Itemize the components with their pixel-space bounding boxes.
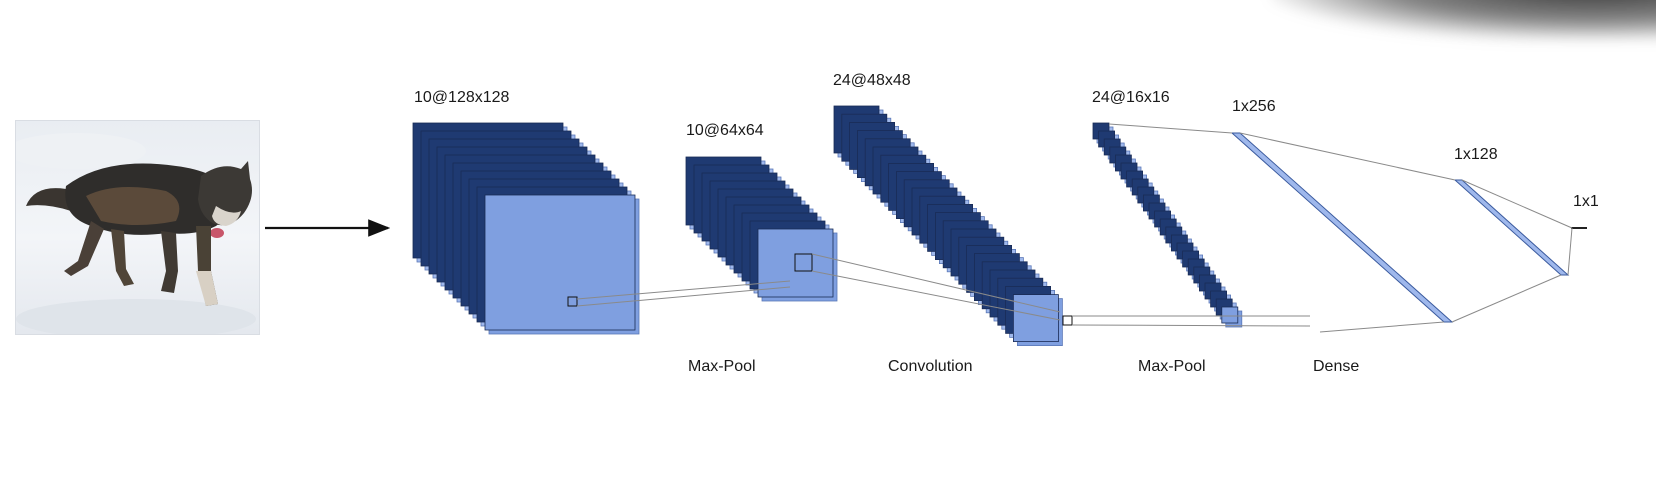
layer-2-stack (685, 156, 838, 302)
op-label-dense: Dense (1313, 358, 1360, 375)
op-label-convolution: Convolution (888, 358, 973, 375)
kernel-box-1 (567, 296, 578, 307)
layer-label-4: 24@16x16 (1092, 89, 1170, 106)
layer-label-6: 1x128 (1454, 146, 1498, 163)
layer-label-7: 1x1 (1573, 193, 1599, 210)
kernel-box-3 (1062, 315, 1073, 326)
layer-4-stack-sheet (1221, 306, 1239, 324)
op-label-maxpool-2: Max-Pool (1138, 358, 1206, 375)
layer-label-1: 10@128x128 (414, 89, 510, 106)
op-label-maxpool-1: Max-Pool (688, 358, 756, 375)
dense-line-bot-2 (1451, 274, 1562, 323)
layer-4-stack (1092, 122, 1243, 328)
layer-1-stack-sheet (484, 194, 636, 331)
dense-line-top-1 (1108, 123, 1233, 134)
layer-1-stack (412, 122, 640, 335)
layer-label-3: 24@48x48 (833, 72, 911, 89)
layer-3-stack (833, 105, 1063, 347)
layer-label-5: 1x256 (1232, 98, 1276, 115)
projection-line-1a (576, 280, 791, 300)
input-image (15, 120, 260, 335)
wolf-photo (16, 133, 256, 334)
dense-layer-128 (1453, 179, 1570, 276)
projection-line-3b (1071, 324, 1311, 327)
projection-line-1b (576, 286, 791, 307)
dense-line-bot-1 (1319, 321, 1445, 333)
dense-layer-256 (1230, 132, 1454, 323)
projection-line-2b (811, 270, 1061, 321)
screen-edge-shadow (1270, 0, 1656, 40)
dense-line-bot-3 (1567, 227, 1573, 276)
projection-line-2a (811, 253, 1061, 313)
kernel-box-2 (794, 253, 813, 272)
layer-label-2: 10@64x64 (686, 122, 764, 139)
dense-line-top-2 (1239, 132, 1456, 181)
dense-line-top-3 (1461, 179, 1573, 229)
